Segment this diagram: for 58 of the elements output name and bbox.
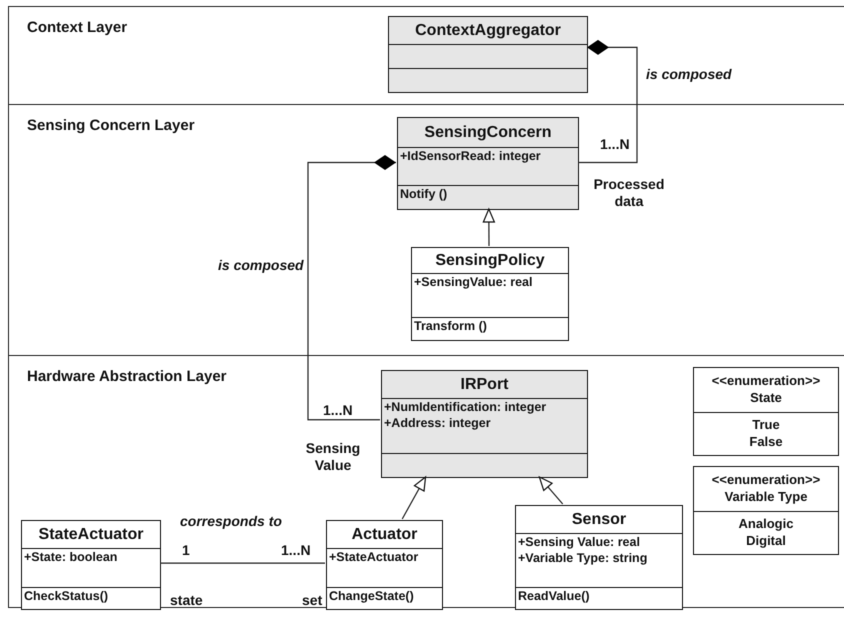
connector [160, 562, 325, 564]
attribute: +SensingValue: real [414, 275, 532, 291]
class-name: IRPort [460, 374, 508, 394]
operation: ReadValue() [518, 589, 590, 605]
multiplicity-label: 1...N [281, 542, 311, 559]
enumeration-box [693, 367, 839, 456]
attribute: +State: boolean [24, 550, 118, 566]
role-label: Processed data [592, 176, 666, 210]
stereotype: <<enumeration>> [712, 472, 820, 489]
role-label: state [170, 592, 203, 609]
layer-title: Hardware Abstraction Layer [27, 368, 227, 385]
multiplicity-label: 1...N [600, 136, 630, 153]
class-box [515, 505, 683, 610]
class-name: Sensor [572, 510, 626, 530]
operation: CheckStatus() [24, 589, 108, 605]
operation: Notify () [400, 187, 448, 203]
enumeration-box [693, 466, 839, 555]
edge-label: is composed [646, 66, 732, 83]
enum-name: State [750, 390, 782, 407]
operation: Transform () [414, 319, 487, 335]
connector [307, 155, 396, 420]
layer-band [8, 355, 844, 608]
class-box [411, 247, 569, 341]
enum-literal: False [749, 434, 783, 451]
connector [402, 476, 426, 520]
attribute: +Sensing Value: real [518, 535, 640, 551]
role-label: set [302, 592, 322, 609]
attribute: +StateActuator [329, 550, 418, 566]
layer-band [8, 104, 844, 355]
class-name: Actuator [352, 524, 418, 544]
class-box [397, 117, 579, 210]
layer-title: Sensing Concern Layer [27, 117, 195, 134]
enum-literal: Digital [746, 533, 786, 550]
role-label: Sensing Value [304, 440, 362, 474]
attribute: +IdSensorRead: integer [400, 149, 541, 165]
stereotype: <<enumeration>> [712, 373, 820, 390]
class-box [381, 370, 588, 478]
layer-band [8, 6, 844, 104]
connector [482, 208, 495, 246]
operation: ChangeState() [329, 589, 414, 605]
class-box [388, 16, 588, 93]
enum-literal: Analogic [738, 516, 794, 533]
edge-label: corresponds to [180, 513, 282, 530]
class-name: StateActuator [38, 524, 144, 544]
attribute: +Variable Type: string [518, 550, 648, 566]
enum-literal: True [752, 417, 780, 434]
multiplicity-label: 1 [182, 542, 190, 559]
connector [538, 476, 564, 504]
attribute: +Address: integer [384, 416, 491, 432]
class-name: ContextAggregator [415, 20, 561, 40]
class-name: SensingPolicy [435, 250, 545, 270]
class-name: SensingConcern [424, 122, 552, 142]
multiplicity-label: 1...N [323, 402, 353, 419]
edge-label: is composed [218, 257, 304, 274]
connector [578, 40, 638, 164]
layer-title: Context Layer [27, 19, 128, 36]
attribute: +NumIdentification: integer [384, 400, 546, 416]
enum-name: Variable Type [724, 489, 808, 506]
